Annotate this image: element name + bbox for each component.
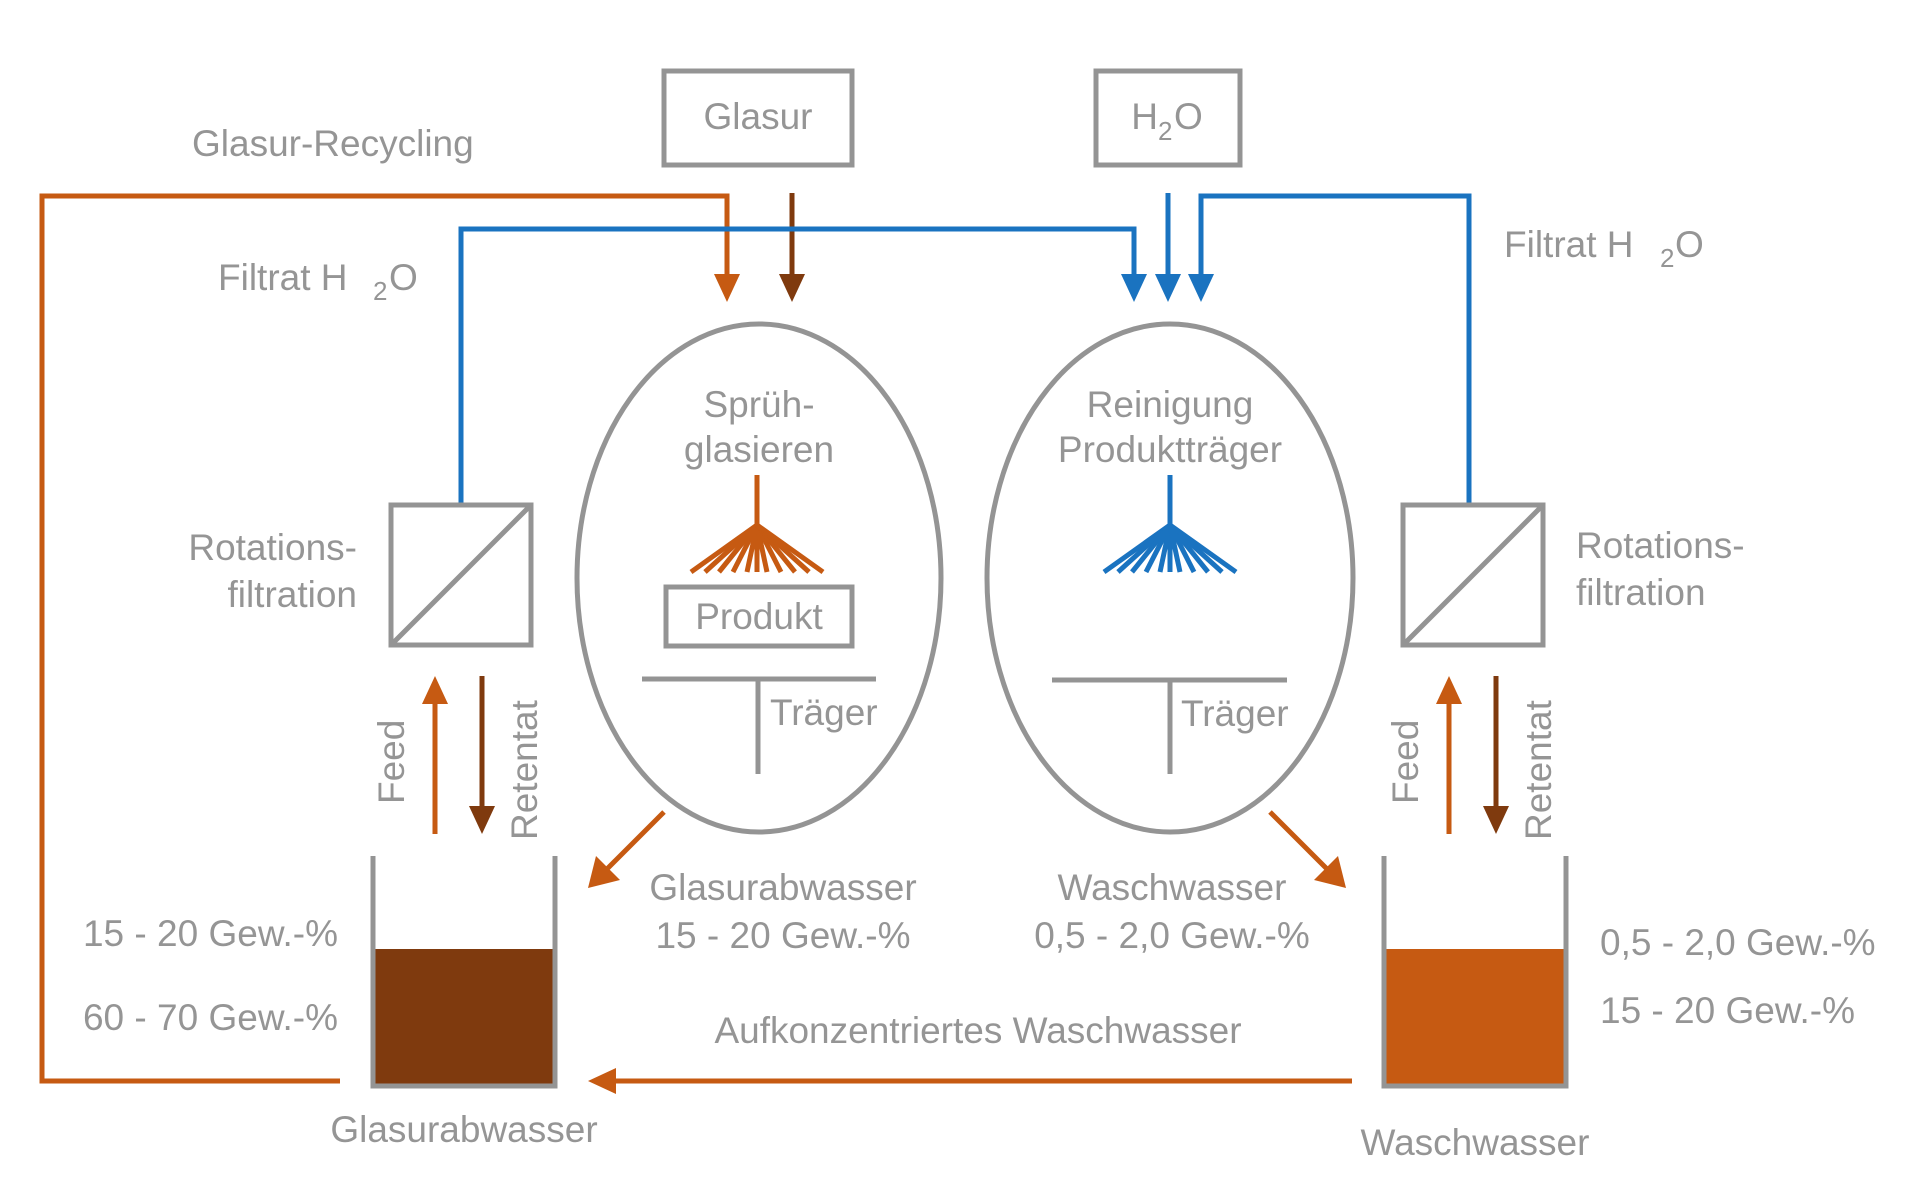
right-conc-top: 0,5 - 2,0 Gew.-% — [1600, 922, 1876, 963]
cleaning-title-1: Reinigung — [1087, 384, 1254, 425]
h2o-input-box: H 2 O — [1093, 68, 1243, 168]
right-retentat-arrow — [1483, 676, 1509, 834]
h2o-feed-arrow — [1155, 193, 1181, 302]
right-rotation-label-1: Rotations- — [1576, 525, 1745, 566]
right-rotation-label-2: filtration — [1576, 572, 1706, 613]
glaze-wastewater-outflow-conc: 15 - 20 Gew.-% — [655, 915, 910, 956]
concentrated-wash-water-arrow — [588, 1068, 1352, 1094]
wash-water-outflow-conc: 0,5 - 2,0 Gew.-% — [1034, 915, 1310, 956]
spray-nozzle-orange-icon — [689, 475, 825, 575]
left-filtrat-subscript: 2 — [373, 276, 387, 306]
glasur-input-label: Glasur — [704, 96, 813, 137]
carrier-cleaning-process: Reinigung Produktträger Träger — [984, 321, 1356, 835]
carrier-right-label: Träger — [1181, 693, 1289, 734]
product-box — [663, 584, 855, 649]
right-feed-label: Feed — [1385, 720, 1426, 804]
wash-water-tank — [1381, 856, 1569, 1089]
right-rotation-filter-icon — [1400, 502, 1546, 648]
right-retentat-label: Retentat — [1518, 699, 1559, 840]
left-feed-arrow — [422, 676, 448, 834]
h2o-input-label: H — [1131, 96, 1158, 137]
wash-water-outflow-label: Waschwasser — [1058, 867, 1287, 908]
glasur-recycling-line — [39, 193, 740, 1084]
glasur-input-box: Glasur — [661, 68, 855, 168]
glasur-feed-arrow — [779, 193, 805, 302]
glasur-recycling-label: Glasur-Recycling — [192, 123, 474, 164]
spray-nozzle-blue-icon — [1102, 475, 1238, 575]
spray-glazing-process: Sprüh- glasieren Produkt Träger — [574, 321, 944, 835]
product-label: Produkt — [695, 596, 823, 637]
left-rotation-label-2: filtration — [227, 574, 357, 615]
glaze-wastewater-tank — [370, 856, 558, 1089]
left-tank-label: Glasurabwasser — [330, 1109, 597, 1150]
left-retentat-arrow — [469, 676, 495, 834]
right-filtrat-subscript: 2 — [1660, 243, 1674, 273]
left-conc-bottom: 60 - 70 Gew.-% — [83, 997, 338, 1038]
right-tank-label: Waschwasser — [1361, 1122, 1590, 1163]
left-rotation-label-1: Rotations- — [188, 527, 357, 568]
left-filtrat-tail: O — [389, 257, 418, 298]
right-feed-arrow — [1436, 676, 1462, 834]
carrier-left-label: Träger — [770, 692, 878, 733]
spray-glazing-title-1: Sprüh- — [703, 384, 814, 425]
left-feed-label: Feed — [371, 720, 412, 804]
glaze-wastewater-outflow-label: Glasurabwasser — [649, 867, 916, 908]
left-rotation-filter-icon — [388, 502, 534, 648]
right-conc-bottom: 15 - 20 Gew.-% — [1600, 990, 1855, 1031]
left-filtrat-line — [458, 226, 1147, 505]
concentrated-wash-water-label: Aufkonzentriertes Waschwasser — [714, 1010, 1241, 1051]
right-filtrat-label: Filtrat H — [1504, 224, 1634, 265]
cleaning-title-2: Produktträger — [1058, 429, 1282, 470]
left-filtrat-label: Filtrat H — [218, 257, 348, 298]
right-filtrat-tail: O — [1675, 224, 1704, 265]
wash-water-outflow-arrow — [1268, 810, 1346, 888]
h2o-input-tail: O — [1174, 96, 1203, 137]
spray-glazing-title-2: glasieren — [684, 429, 834, 470]
left-conc-top: 15 - 20 Gew.-% — [83, 913, 338, 954]
left-retentat-label: Retentat — [504, 699, 545, 840]
h2o-input-subscript: 2 — [1158, 116, 1172, 146]
glaze-wastewater-outflow-arrow — [588, 810, 666, 888]
right-filtrat-line — [1188, 193, 1472, 505]
